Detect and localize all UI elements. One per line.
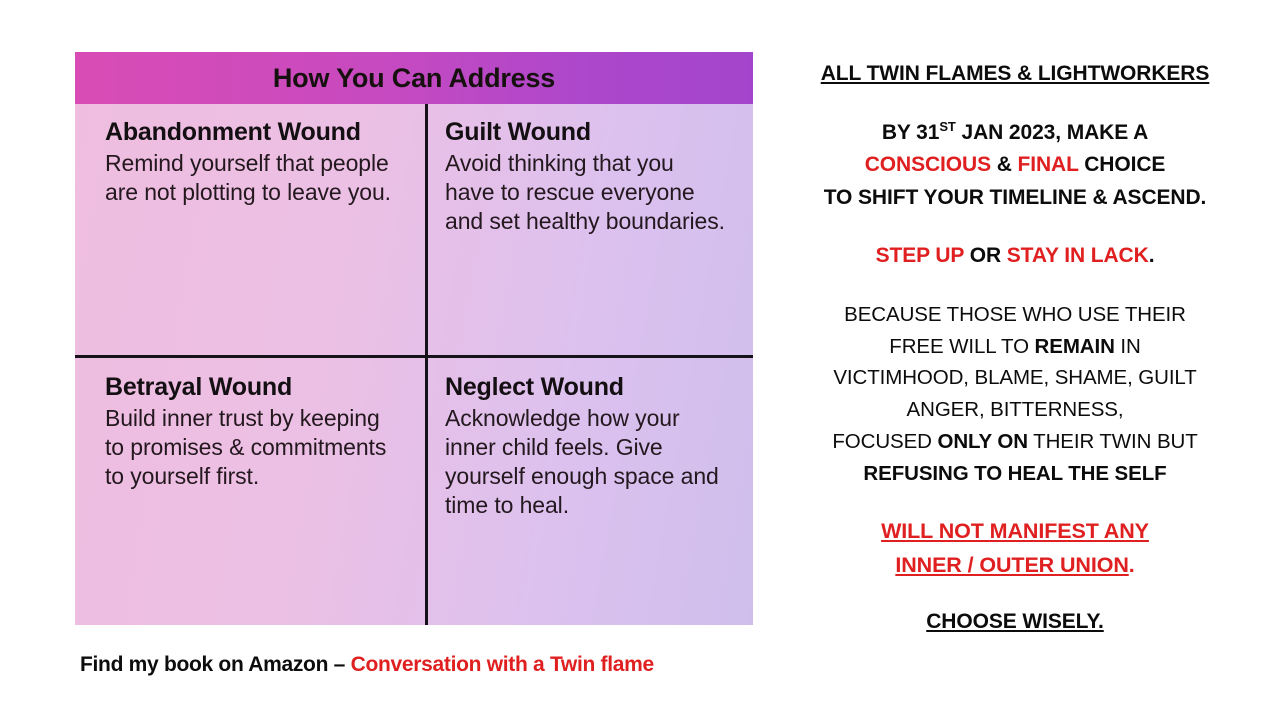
quadrant-abandonment: Abandonment Wound Remind yourself that p… [75, 104, 425, 357]
because-line-1: BECAUSE THOSE WHO USE THEIR [844, 302, 1186, 326]
wound-title-betrayal: Betrayal Wound [105, 373, 293, 401]
deadline-line-2: CONSCIOUS & FINAL CHOICE [772, 149, 1258, 182]
quadrant-divider-vertical [425, 104, 428, 625]
choice-stay-in-lack: STAY IN LACK [1006, 244, 1149, 268]
choice-or: OR [963, 244, 1007, 268]
card-header-title: How You Can Address [272, 62, 556, 93]
wound-title-guilt: Guilt Wound [445, 118, 591, 146]
because-line-4: ANGER, BITTERNESS, [906, 398, 1124, 422]
wound-description-betrayal: Build inner trust by keeping to promises… [105, 404, 387, 489]
message-heading: ALL TWIN FLAMES & LIGHTWORKERS [772, 58, 1258, 91]
choice-step-up: STEP UP [875, 244, 965, 268]
deadline-choice: CHOICE [1078, 153, 1166, 177]
choice-period: . [1148, 244, 1155, 268]
deadline-post: JAN 2023, MAKE A [955, 120, 1149, 144]
wound-title-abandonment: Abandonment Wound [105, 118, 361, 146]
because-line-2: FREE WILL TO REMAIN IN [772, 331, 1258, 363]
message-panel: ALL TWIN FLAMES & LIGHTWORKERS BY 31ST J… [772, 58, 1258, 639]
outcome-inner-outer-union: INNER / OUTER UNION [895, 552, 1129, 577]
because-line-2-post: IN [1114, 334, 1141, 358]
spacer-4 [772, 489, 1258, 515]
deadline-ordinal: ST [939, 118, 956, 134]
spacer-3 [772, 273, 1258, 299]
because-line-5-pre: FOCUSED [832, 429, 938, 453]
deadline-pre: BY 31 [881, 120, 940, 144]
choice-line: STEP UP OR STAY IN LACK. [772, 240, 1258, 273]
spacer-2 [772, 214, 1258, 240]
quadrant-grid: Abandonment Wound Remind yourself that p… [75, 104, 753, 625]
quadrant-betrayal: Betrayal Wound Build inner trust by keep… [75, 357, 425, 625]
quadrant-neglect: Neglect Wound Acknowledge how your inner… [425, 357, 753, 625]
outcome-line-1: WILL NOT MANIFEST ANY [772, 515, 1258, 548]
message-closing: CHOOSE WISELY. [772, 606, 1258, 639]
deadline-conscious: CONSCIOUS [864, 153, 991, 177]
deadline-final: FINAL [1017, 153, 1079, 177]
spacer-1 [772, 91, 1258, 117]
wound-description-neglect: Acknowledge how your inner child feels. … [445, 404, 719, 519]
quadrant-guilt: Guilt Wound Avoid thinking that you have… [425, 104, 753, 357]
card-header: How You Can Address [75, 52, 753, 104]
message-choice: STEP UP OR STAY IN LACK. [772, 240, 1258, 273]
outcome-will-not-manifest: WILL NOT MANIFEST ANY [881, 519, 1149, 544]
outcome-period: . [1128, 552, 1135, 577]
message-heading-text: ALL TWIN FLAMES & LIGHTWORKERS [820, 62, 1210, 85]
because-only-on: ONLY ON [937, 429, 1028, 453]
closing-choose-wisely: CHOOSE WISELY. [926, 609, 1104, 633]
outcome-line-2: INNER / OUTER UNION. [772, 549, 1258, 582]
because-line-2-pre: FREE WILL TO [889, 334, 1035, 358]
message-deadline: BY 31ST JAN 2023, MAKE A CONSCIOUS & FIN… [772, 117, 1258, 215]
book-caption-prefix: Find my book on Amazon – [80, 653, 351, 676]
book-caption: Find my book on Amazon – Conversation wi… [80, 653, 654, 677]
deadline-amp: & [990, 153, 1018, 177]
wound-description-guilt: Avoid thinking that you have to rescue e… [445, 149, 725, 234]
spacer-5 [772, 582, 1258, 606]
because-line-3: VICTIMHOOD, BLAME, SHAME, GUILT [833, 366, 1197, 390]
quadrant-divider-horizontal [75, 355, 753, 358]
message-outcome: WILL NOT MANIFEST ANY INNER / OUTER UNIO… [772, 515, 1258, 582]
wound-description-abandonment: Remind yourself that people are not plot… [105, 149, 391, 205]
message-because: BECAUSE THOSE WHO USE THEIR FREE WILL TO… [772, 299, 1258, 490]
because-line-6: REFUSING TO HEAL THE SELF [863, 461, 1167, 485]
deadline-line-1: BY 31ST JAN 2023, MAKE A [772, 117, 1258, 150]
book-title: Conversation with a Twin flame [350, 653, 655, 676]
because-line-5: FOCUSED ONLY ON THEIR TWIN BUT [772, 426, 1258, 458]
because-remain: REMAIN [1034, 334, 1115, 358]
wound-title-neglect: Neglect Wound [445, 373, 624, 401]
because-line-5-post: THEIR TWIN BUT [1027, 429, 1198, 453]
deadline-line-3: TO SHIFT YOUR TIMELINE & ASCEND. [823, 185, 1207, 209]
wound-card: How You Can Address Abandonment Wound Re… [75, 52, 753, 625]
